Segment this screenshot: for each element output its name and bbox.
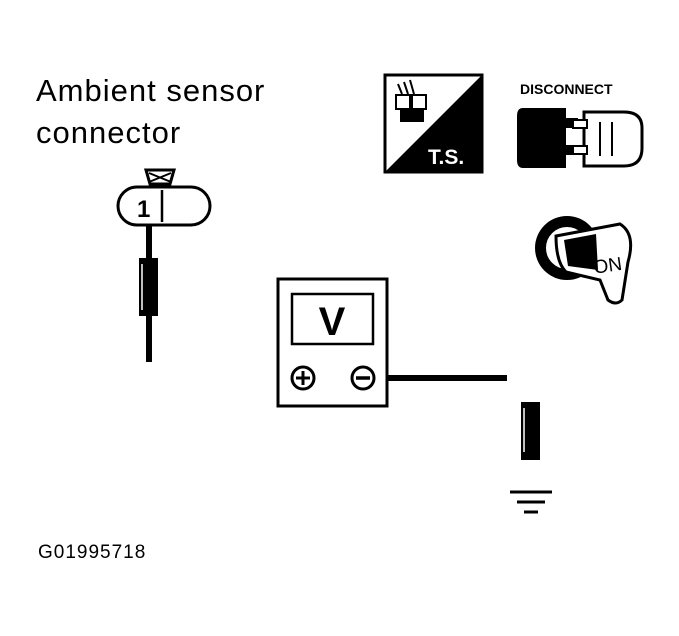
negative-wire — [375, 375, 540, 460]
voltmeter: V — [276, 277, 389, 408]
positive-wire — [139, 224, 158, 362]
disconnect-icon: DISCONNECT — [517, 81, 644, 168]
ambient-sensor-connector: 1 — [116, 168, 212, 227]
test-signal-label: T.S. — [428, 146, 464, 169]
ground-symbol — [510, 490, 552, 514]
ignition-key-icon: ON — [535, 216, 633, 305]
connector-label-line1: Ambient sensor — [36, 73, 265, 108]
connector-pin-number: 1 — [137, 196, 150, 223]
voltmeter-display: V — [319, 300, 346, 344]
disconnect-label: DISCONNECT — [520, 81, 613, 97]
test-signal-icon: T.S. — [383, 73, 484, 174]
figure-id: G01995718 — [38, 542, 146, 563]
key-on-label: ON — [592, 254, 623, 279]
connector-label-line2: connector — [36, 115, 181, 150]
